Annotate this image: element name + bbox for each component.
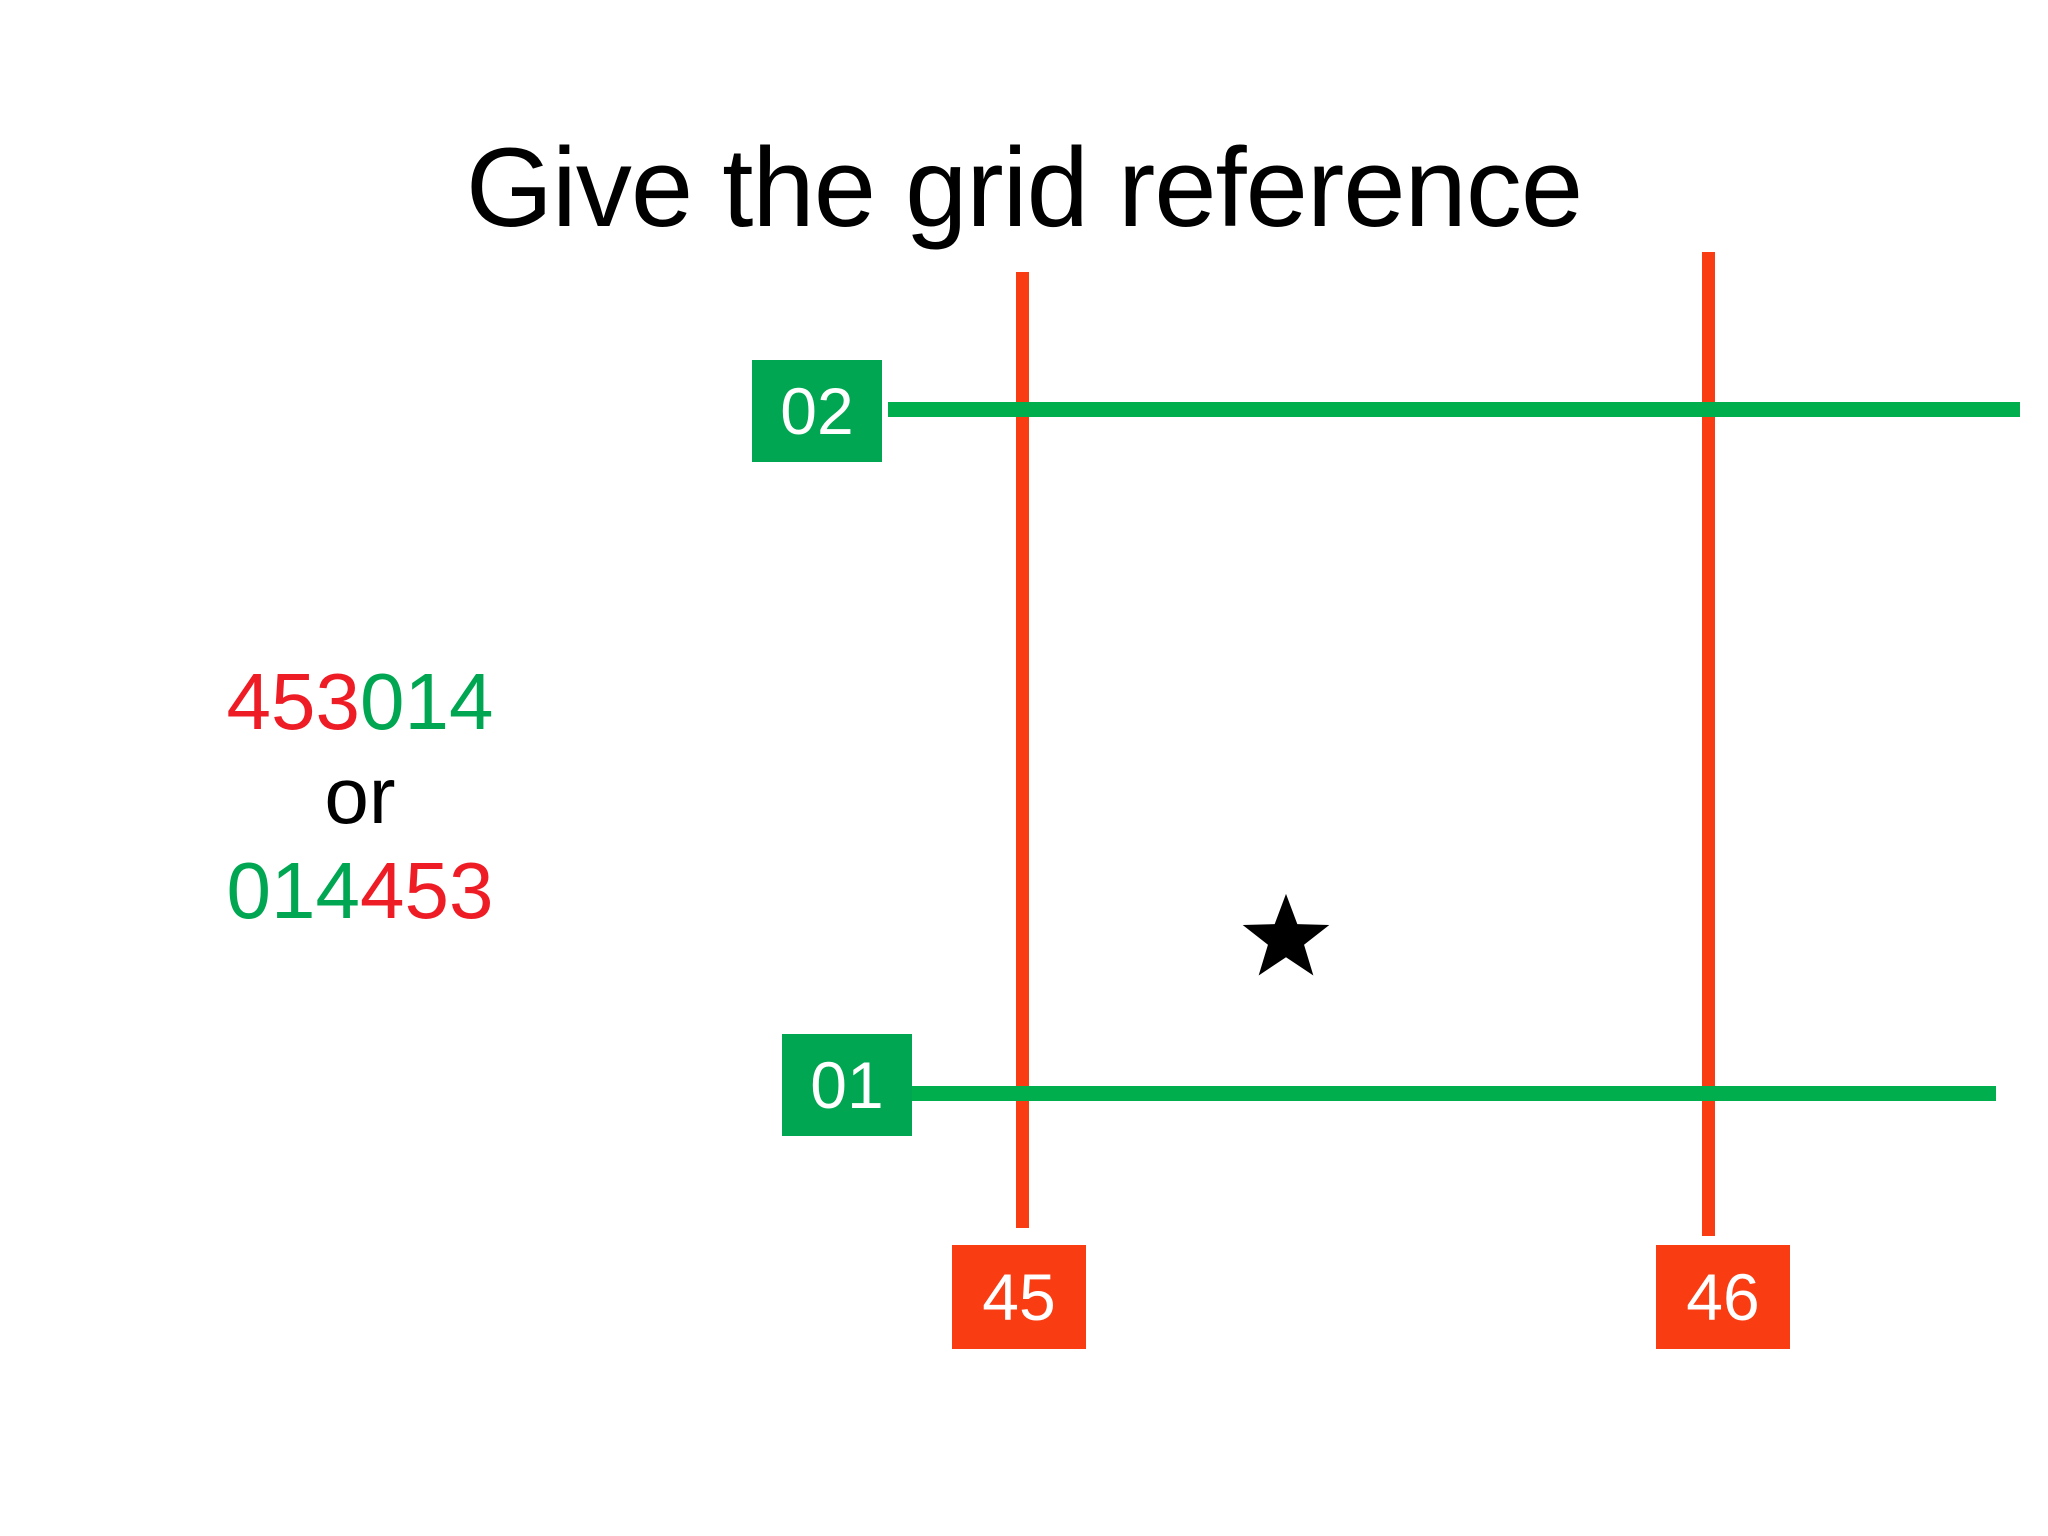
easting-label-46: 46 [1656, 1245, 1790, 1349]
answer-1-northing: 014 [360, 657, 494, 746]
easting-label-45: 45 [952, 1245, 1086, 1349]
northing-label-01: 01 [782, 1034, 912, 1136]
northing-gridline-01 [900, 1086, 1996, 1101]
easting-gridline-46 [1702, 252, 1715, 1236]
easting-gridline-45 [1016, 272, 1029, 1228]
answer-2-northing: 014 [226, 845, 360, 935]
answer-connector: or [324, 751, 396, 841]
page-title: Give the grid reference [465, 125, 1583, 250]
answer-line-2: 014453 [150, 844, 570, 938]
answer-line-1: 453014 [150, 655, 570, 749]
answer-2-easting: 453 [360, 845, 494, 935]
northing-gridline-02 [888, 402, 2020, 417]
star-icon [1238, 890, 1334, 986]
answer-1-easting: 453 [226, 657, 360, 746]
northing-label-02: 02 [752, 360, 882, 462]
answer-block: 453014 or 014453 [150, 655, 570, 938]
